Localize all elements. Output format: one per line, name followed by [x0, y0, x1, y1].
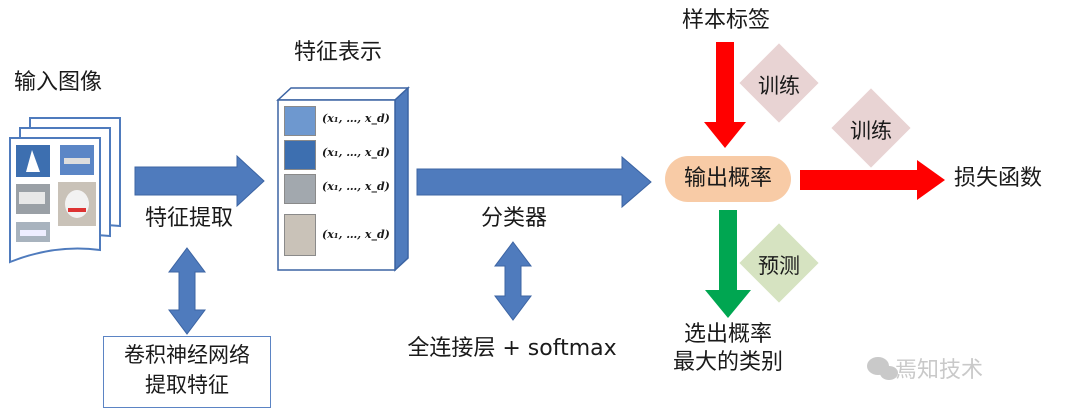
- label-loss-fn: 损失函数: [954, 166, 1043, 191]
- label-feature-repr: 特征表示: [294, 40, 383, 65]
- label-feature-extract: 特征提取: [144, 206, 234, 231]
- cnn-line-1: 卷积神经网络: [124, 343, 250, 367]
- label-select-line-1: 选出概率: [683, 322, 773, 347]
- label-select-line-2: 最大的类别: [672, 350, 784, 375]
- feature-box: [276, 86, 410, 272]
- feature-thumb: [284, 140, 316, 170]
- feature-row: (x₁, …, x_d): [284, 106, 394, 138]
- feature-thumb: [284, 214, 316, 256]
- label-predict: 预测: [758, 254, 800, 278]
- arrow-classify: [416, 155, 652, 209]
- arrow-label-down: [704, 42, 746, 148]
- wechat-icon: [867, 357, 898, 380]
- feature-vector: (x₁, …, x_d): [322, 228, 390, 241]
- feature-thumb: [284, 174, 316, 204]
- input-document-stack: [9, 117, 121, 264]
- label-input-image: 输入图像: [14, 70, 103, 95]
- cnn-line-2: 提取特征: [145, 373, 229, 397]
- arrow-extract: [134, 154, 265, 208]
- feature-row: (x₁, …, x_d): [284, 174, 394, 206]
- feature-thumb: [284, 106, 316, 136]
- arrow-cnn-double: [168, 247, 206, 335]
- label-train-top: 训练: [758, 74, 800, 98]
- watermark: 焉知技术: [895, 358, 984, 383]
- feature-vector: (x₁, …, x_d): [322, 146, 390, 159]
- label-sample-label: 样本标签: [681, 8, 771, 33]
- feature-row: (x₁, …, x_d): [284, 140, 394, 172]
- output-prob-pill: 输出概率: [665, 156, 791, 202]
- arrow-loss: [800, 160, 945, 200]
- arrow-fc-double: [494, 241, 532, 321]
- feature-vector: (x₁, …, x_d): [322, 180, 390, 193]
- label-fc-softmax: 全连接层 + softmax: [407, 336, 617, 361]
- arrow-predict-down: [705, 210, 751, 318]
- sail-shape: [26, 150, 40, 172]
- label-classifier: 分类器: [480, 206, 548, 231]
- cnn-box: 卷积神经网络 提取特征: [103, 336, 271, 408]
- feature-vector: (x₁, …, x_d): [322, 112, 390, 125]
- label-train-right: 训练: [850, 119, 892, 143]
- feature-row: (x₁, …, x_d): [284, 214, 394, 258]
